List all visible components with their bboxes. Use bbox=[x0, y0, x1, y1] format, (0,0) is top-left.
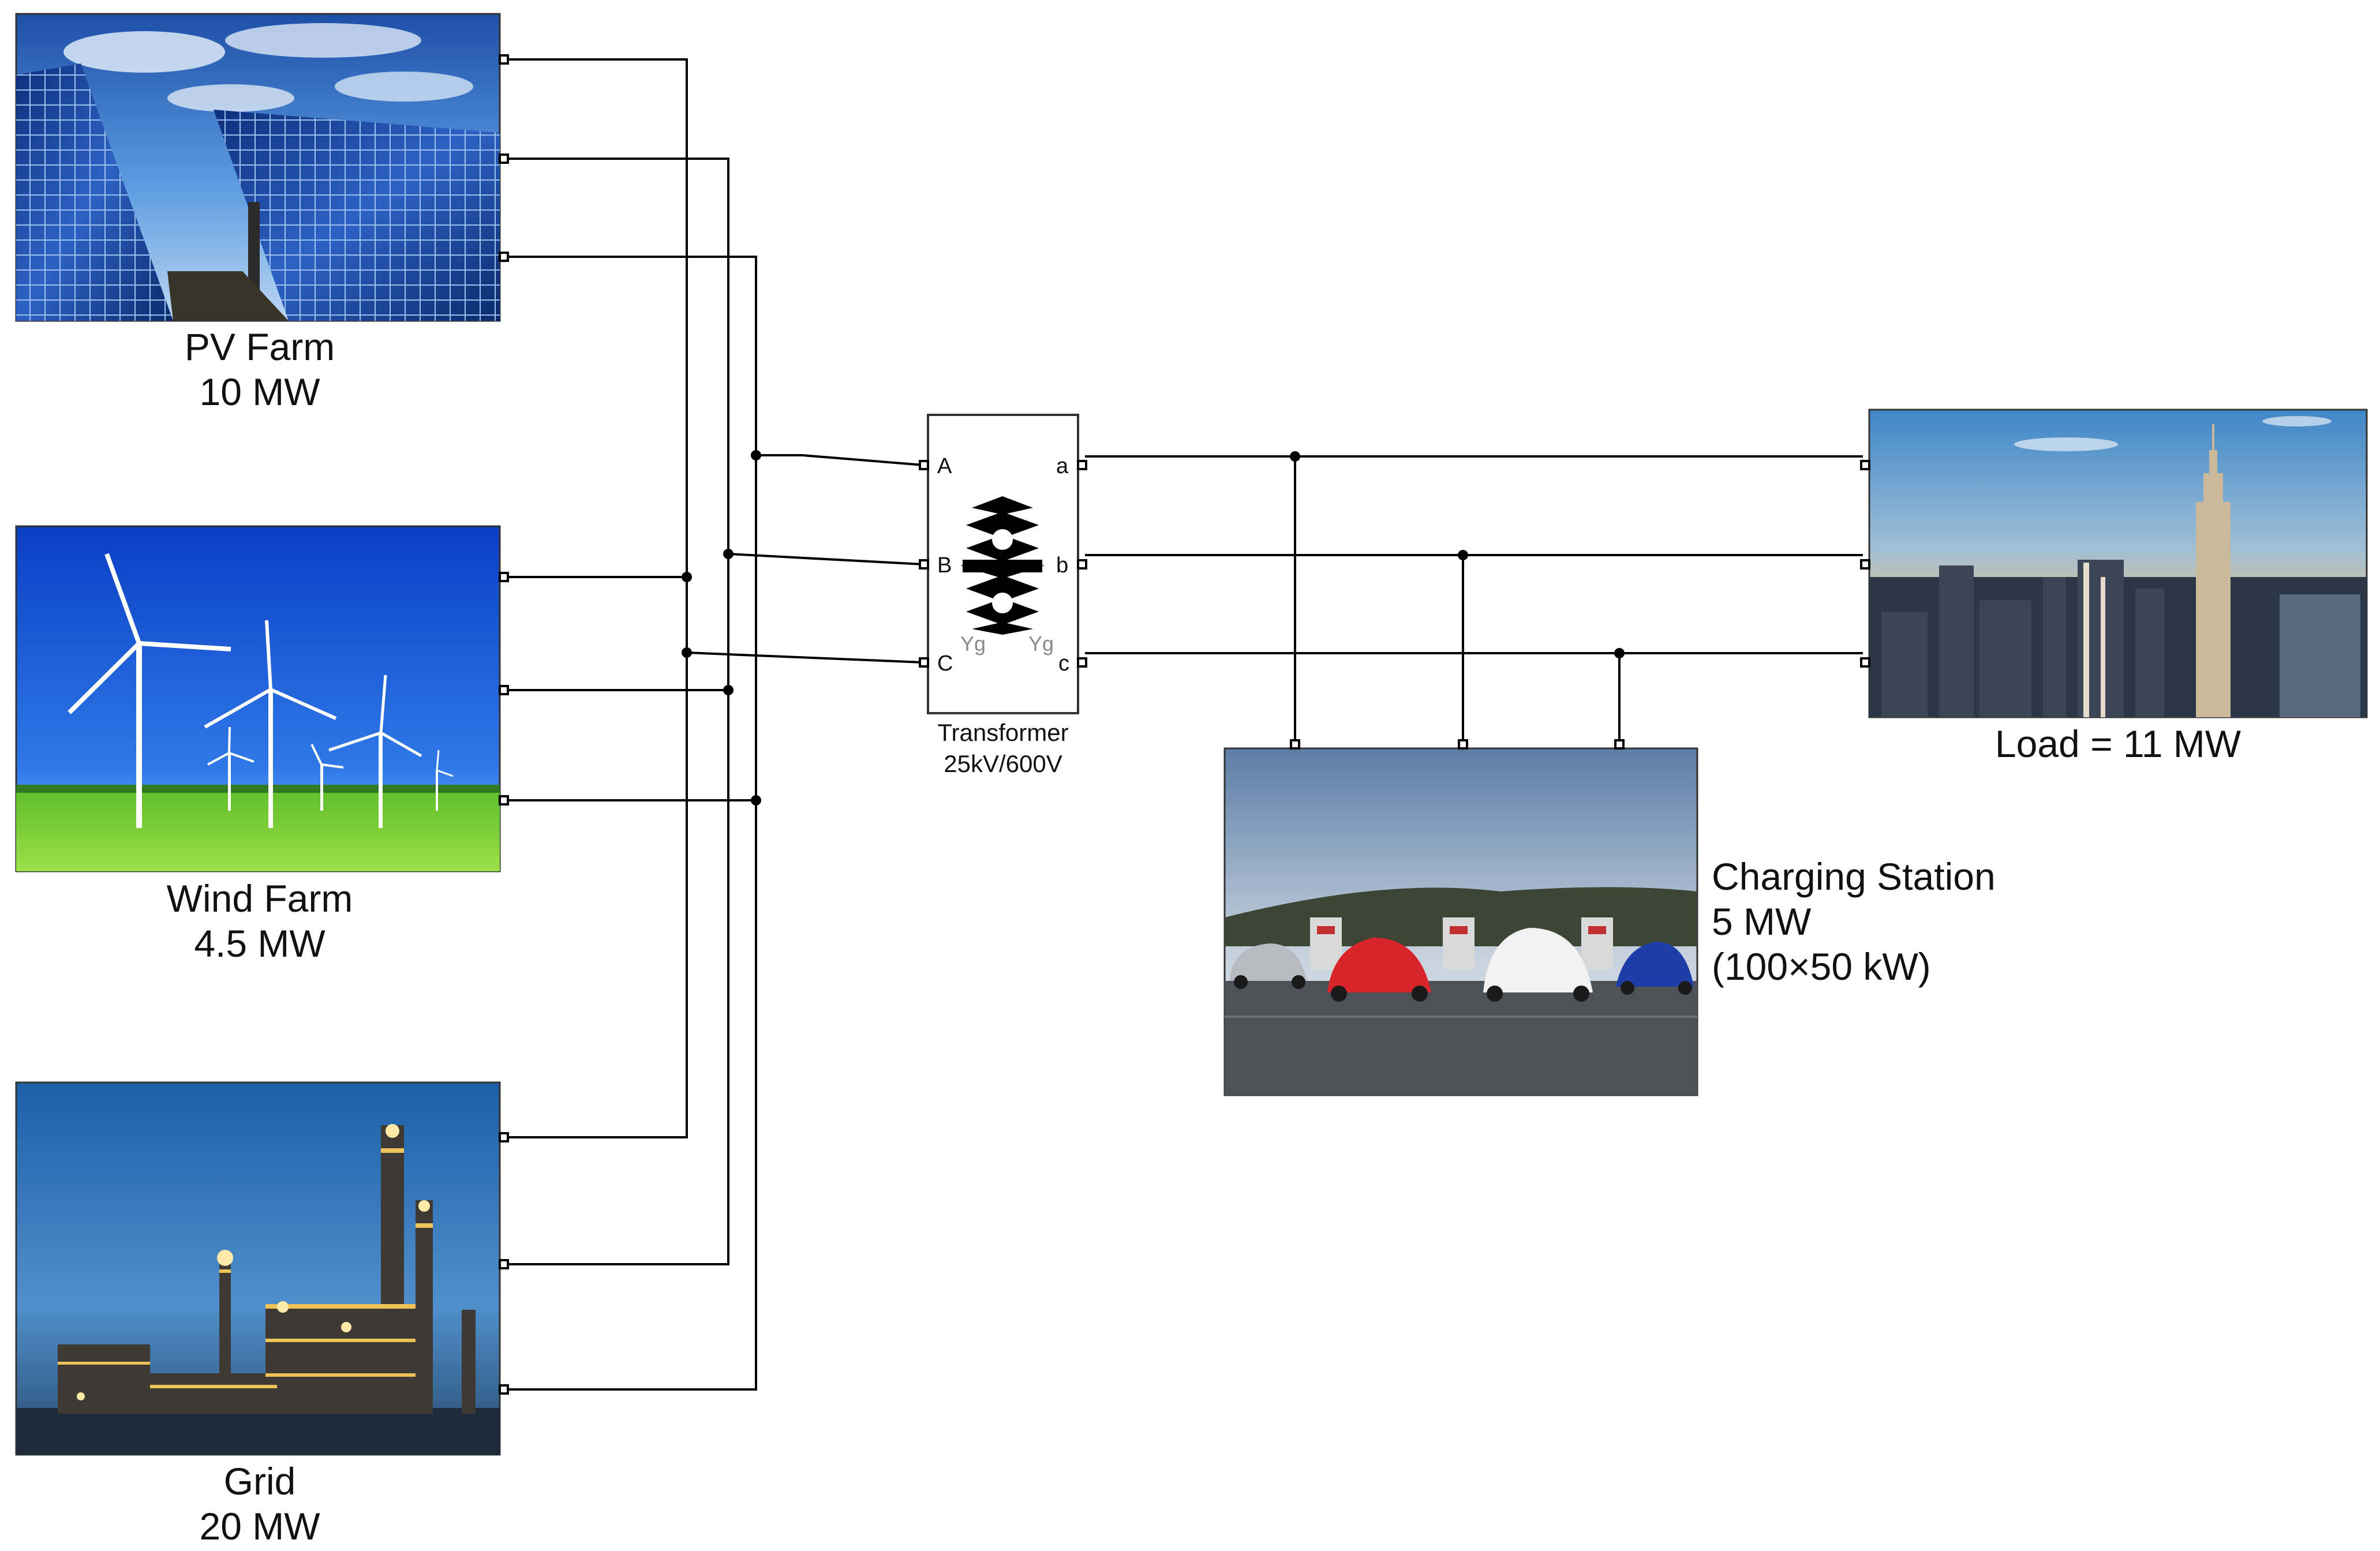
pv-farm-image bbox=[15, 13, 501, 322]
ev-cars bbox=[1229, 928, 1694, 1002]
wire-bus-C bbox=[686, 651, 924, 664]
wire-bus-B bbox=[728, 553, 924, 565]
transformer-port-c: c bbox=[1058, 651, 1069, 676]
wire-bus-A bbox=[756, 454, 924, 466]
charging-station-image bbox=[1223, 747, 1698, 1096]
port-terminals bbox=[499, 54, 1870, 1395]
transformer-label: Transformer 25kV/600V bbox=[888, 717, 1118, 780]
transformer-name: Transformer bbox=[937, 719, 1069, 746]
grid-rating: 20 MW bbox=[199, 1505, 320, 1548]
transformer-primary-winding-label: Yg bbox=[960, 632, 986, 655]
transformer-port-C: C bbox=[937, 651, 953, 676]
pv-farm-label: PV Farm 10 MW bbox=[115, 324, 404, 414]
junction-dots bbox=[682, 450, 1625, 806]
charging-station-rating: 5 MW bbox=[1712, 900, 1812, 943]
wire-pv-3 bbox=[505, 256, 757, 1391]
transformer-port-a: a bbox=[1056, 454, 1069, 478]
pv-farm-name: PV Farm bbox=[184, 325, 335, 368]
transformer-port-b: b bbox=[1056, 553, 1068, 578]
pv-farm-rating: 10 MW bbox=[199, 370, 320, 413]
transformer-block[interactable] bbox=[927, 414, 1079, 714]
grid-power-plant-image bbox=[15, 1081, 501, 1456]
load-label: Load = 11 MW bbox=[1994, 722, 2241, 765]
wires bbox=[505, 58, 1863, 1391]
charging-station-name: Charging Station bbox=[1712, 855, 1996, 898]
wire-pv-1 bbox=[505, 58, 688, 1138]
transformer-port-A: A bbox=[937, 454, 952, 478]
wind-farm-label: Wind Farm 4.5 MW bbox=[115, 876, 404, 966]
empire-state-building bbox=[2196, 424, 2231, 717]
transformer-port-B: B bbox=[937, 553, 952, 578]
grid-label: Grid 20 MW bbox=[115, 1459, 404, 1549]
transformer-secondary-winding-label: Yg bbox=[1028, 632, 1054, 655]
transformer-winding-icon bbox=[960, 496, 1045, 635]
wind-farm-name: Wind Farm bbox=[166, 877, 353, 920]
wind-farm-rating: 4.5 MW bbox=[194, 922, 325, 965]
wind-farm-image bbox=[15, 525, 501, 872]
wire-pv-2 bbox=[505, 158, 729, 1265]
charging-station-label: Charging Station 5 MW (100×50 kW) bbox=[1712, 854, 2116, 989]
load-city-image bbox=[1868, 409, 2368, 718]
transformer-rating: 25kV/600V bbox=[944, 750, 1062, 777]
charging-station-detail: (100×50 kW) bbox=[1712, 945, 1931, 988]
grid-name: Grid bbox=[223, 1460, 296, 1503]
